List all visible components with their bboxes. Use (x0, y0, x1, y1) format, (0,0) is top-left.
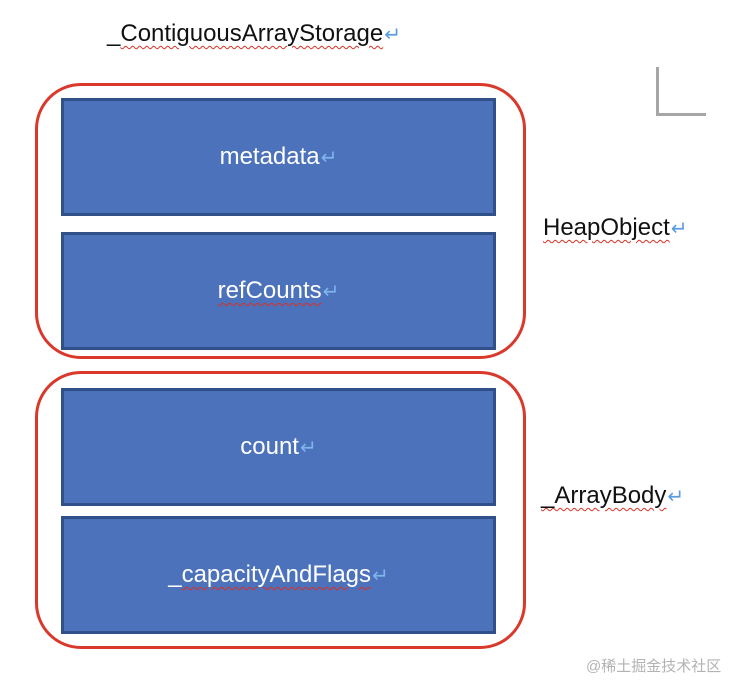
field-name-body: capacityAndFlags (181, 561, 372, 588)
watermark: @稀土掘金技术社区 (586, 658, 722, 675)
field-label: _capacityAndFlags↵ (168, 563, 389, 587)
group-label-heapobject: HeapObject↵ (543, 216, 688, 240)
field-box-count: count↵ (61, 388, 496, 506)
field-name: _capacityAndFlags (168, 561, 371, 588)
heapobject-group (35, 83, 526, 359)
return-icon: ↵ (322, 281, 340, 303)
return-icon: ↵ (320, 147, 338, 169)
group-label-arraybody: _ArrayBody↵ (541, 484, 684, 508)
group-label-text: HeapObject (543, 214, 670, 241)
field-name: count (240, 433, 299, 460)
corner-vertical-line (656, 67, 659, 116)
field-name: metadata (219, 143, 320, 170)
field-box-capacityandflags: _capacityAndFlags↵ (61, 516, 496, 634)
field-label: metadata↵ (220, 145, 338, 169)
field-box-metadata: metadata↵ (61, 98, 496, 216)
return-icon: ↵ (667, 486, 685, 508)
return-icon: ↵ (384, 24, 401, 46)
return-icon: ↵ (670, 218, 688, 240)
field-label: count↵ (240, 435, 316, 459)
field-label: refCounts↵ (218, 279, 340, 303)
return-icon: ↵ (372, 565, 389, 587)
return-icon: ↵ (299, 437, 317, 459)
diagram-title: _ContiguousArrayStorage↵ (107, 22, 401, 46)
field-name: refCounts (217, 277, 322, 304)
group-label-text: _ArrayBody (541, 482, 667, 509)
title-text: ContiguousArrayStorage (120, 20, 384, 47)
arraybody-group (35, 371, 526, 649)
field-name-prefix: _ (168, 561, 182, 588)
corner-horizontal-line (656, 113, 706, 116)
field-box-refcounts: refCounts↵ (61, 232, 496, 350)
title-prefix: _ (107, 20, 121, 47)
